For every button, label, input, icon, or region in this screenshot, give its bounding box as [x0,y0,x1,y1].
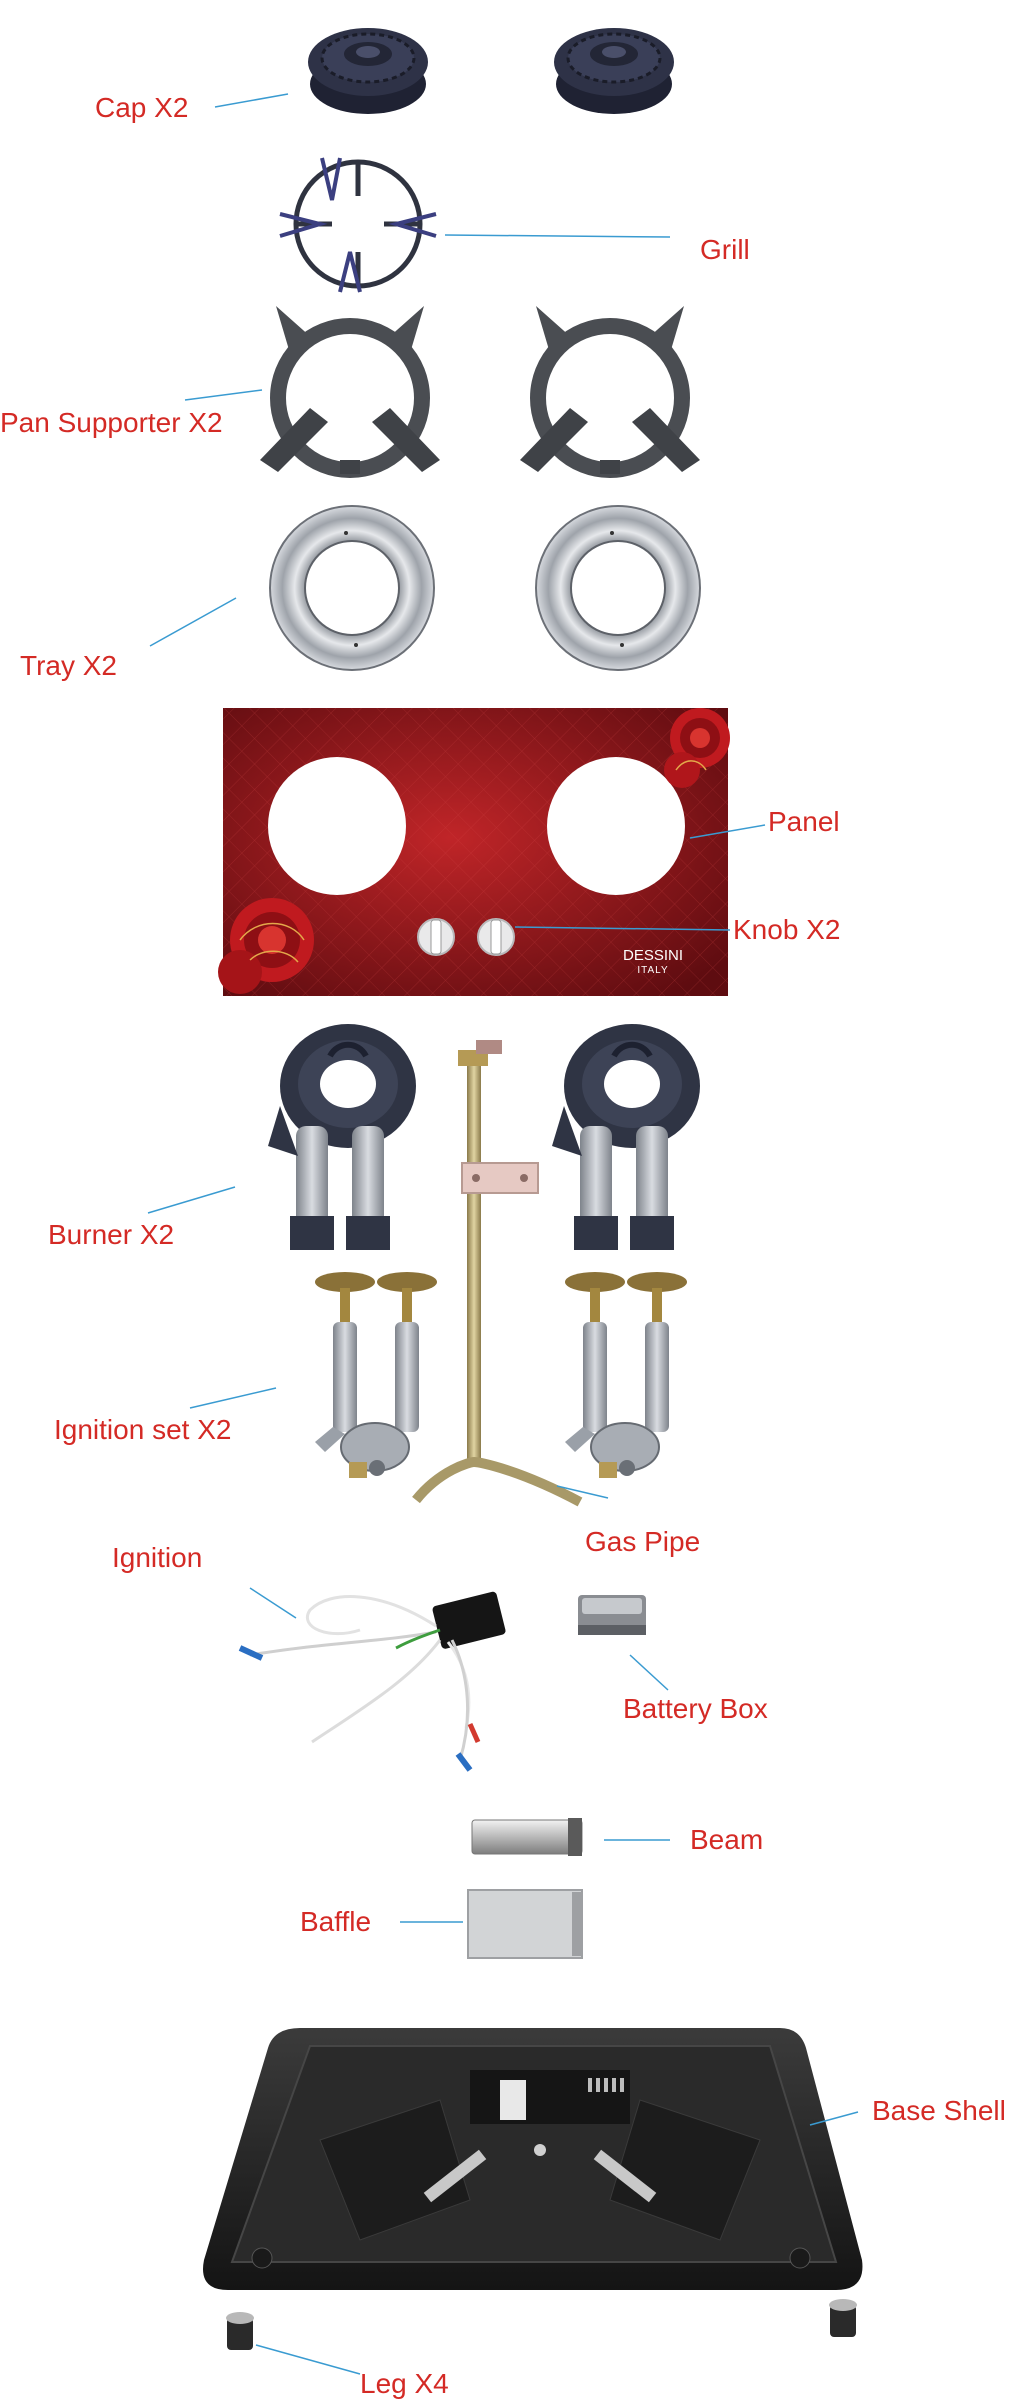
foot-icon [226,2299,857,2350]
label-knob: Knob X2 [733,914,841,945]
beam-icon [471,1818,583,1856]
gas-pipe-leader-line [556,1485,609,1499]
tray-left-icon [269,505,435,671]
rose-decoration-top-right [664,708,730,788]
ignition-set-right-icon [564,1271,688,1479]
label-gas-pipe: Gas Pipe [585,1526,701,1557]
label-ignition: Ignition [112,1542,203,1573]
grill-leader-line [444,234,671,238]
tray-leader-line [149,597,237,647]
label-pan-supporter: Pan Supporter X2 [0,407,223,438]
burner-left-icon [268,1024,416,1250]
label-cap: Cap X2 [95,92,189,123]
glass-panel-icon [218,708,730,996]
base-shell-leader-line [809,2111,859,2126]
cap-left-icon [306,26,430,116]
wire-grill-icon [279,157,437,293]
tray-right-icon [535,505,701,671]
burner-leader-line [147,1186,236,1214]
gas-pipe-icon [412,1040,583,1507]
battery-box-leader-line [629,1654,669,1691]
brand-logo: DESSINI ITALY [618,947,688,976]
label-leg: Leg X4 [360,2368,449,2399]
cap-right-icon [552,26,676,116]
base-shell-icon [203,2028,863,2290]
leg-leader-line [255,2344,361,2375]
panel-leader-line [689,824,766,839]
baffle-icon [467,1889,583,1959]
label-base-shell: Base Shell [872,2095,1006,2126]
label-baffle: Baffle [300,1906,372,1937]
ignition-leader-line [249,1587,297,1619]
label-beam: Beam [690,1824,764,1855]
label-tray: Tray X2 [20,650,117,681]
pan-supporter-leader-line [184,389,263,401]
ignition-set-leader-line [189,1387,277,1409]
rose-decoration-bottom-left [218,898,314,994]
control-knob-icon [417,918,515,956]
igniter-icon [238,1591,506,1772]
battery-box-icon [578,1595,646,1635]
brand-country: ITALY [637,964,669,976]
ignition-set-left-icon [314,1271,438,1479]
label-ignition-set: Ignition set X2 [54,1414,232,1445]
label-panel: Panel [768,806,840,837]
label-grill: Grill [700,234,750,265]
pan-supporter-right-icon [520,306,700,474]
knob-leader-line [514,926,731,931]
pan-supporter-left-icon [260,306,440,474]
cap-leader-line [214,93,289,108]
label-battery-box: Battery Box [623,1693,768,1724]
label-burner: Burner X2 [48,1219,175,1250]
burner-right-icon [552,1024,700,1250]
brand-name: DESSINI [622,947,683,964]
